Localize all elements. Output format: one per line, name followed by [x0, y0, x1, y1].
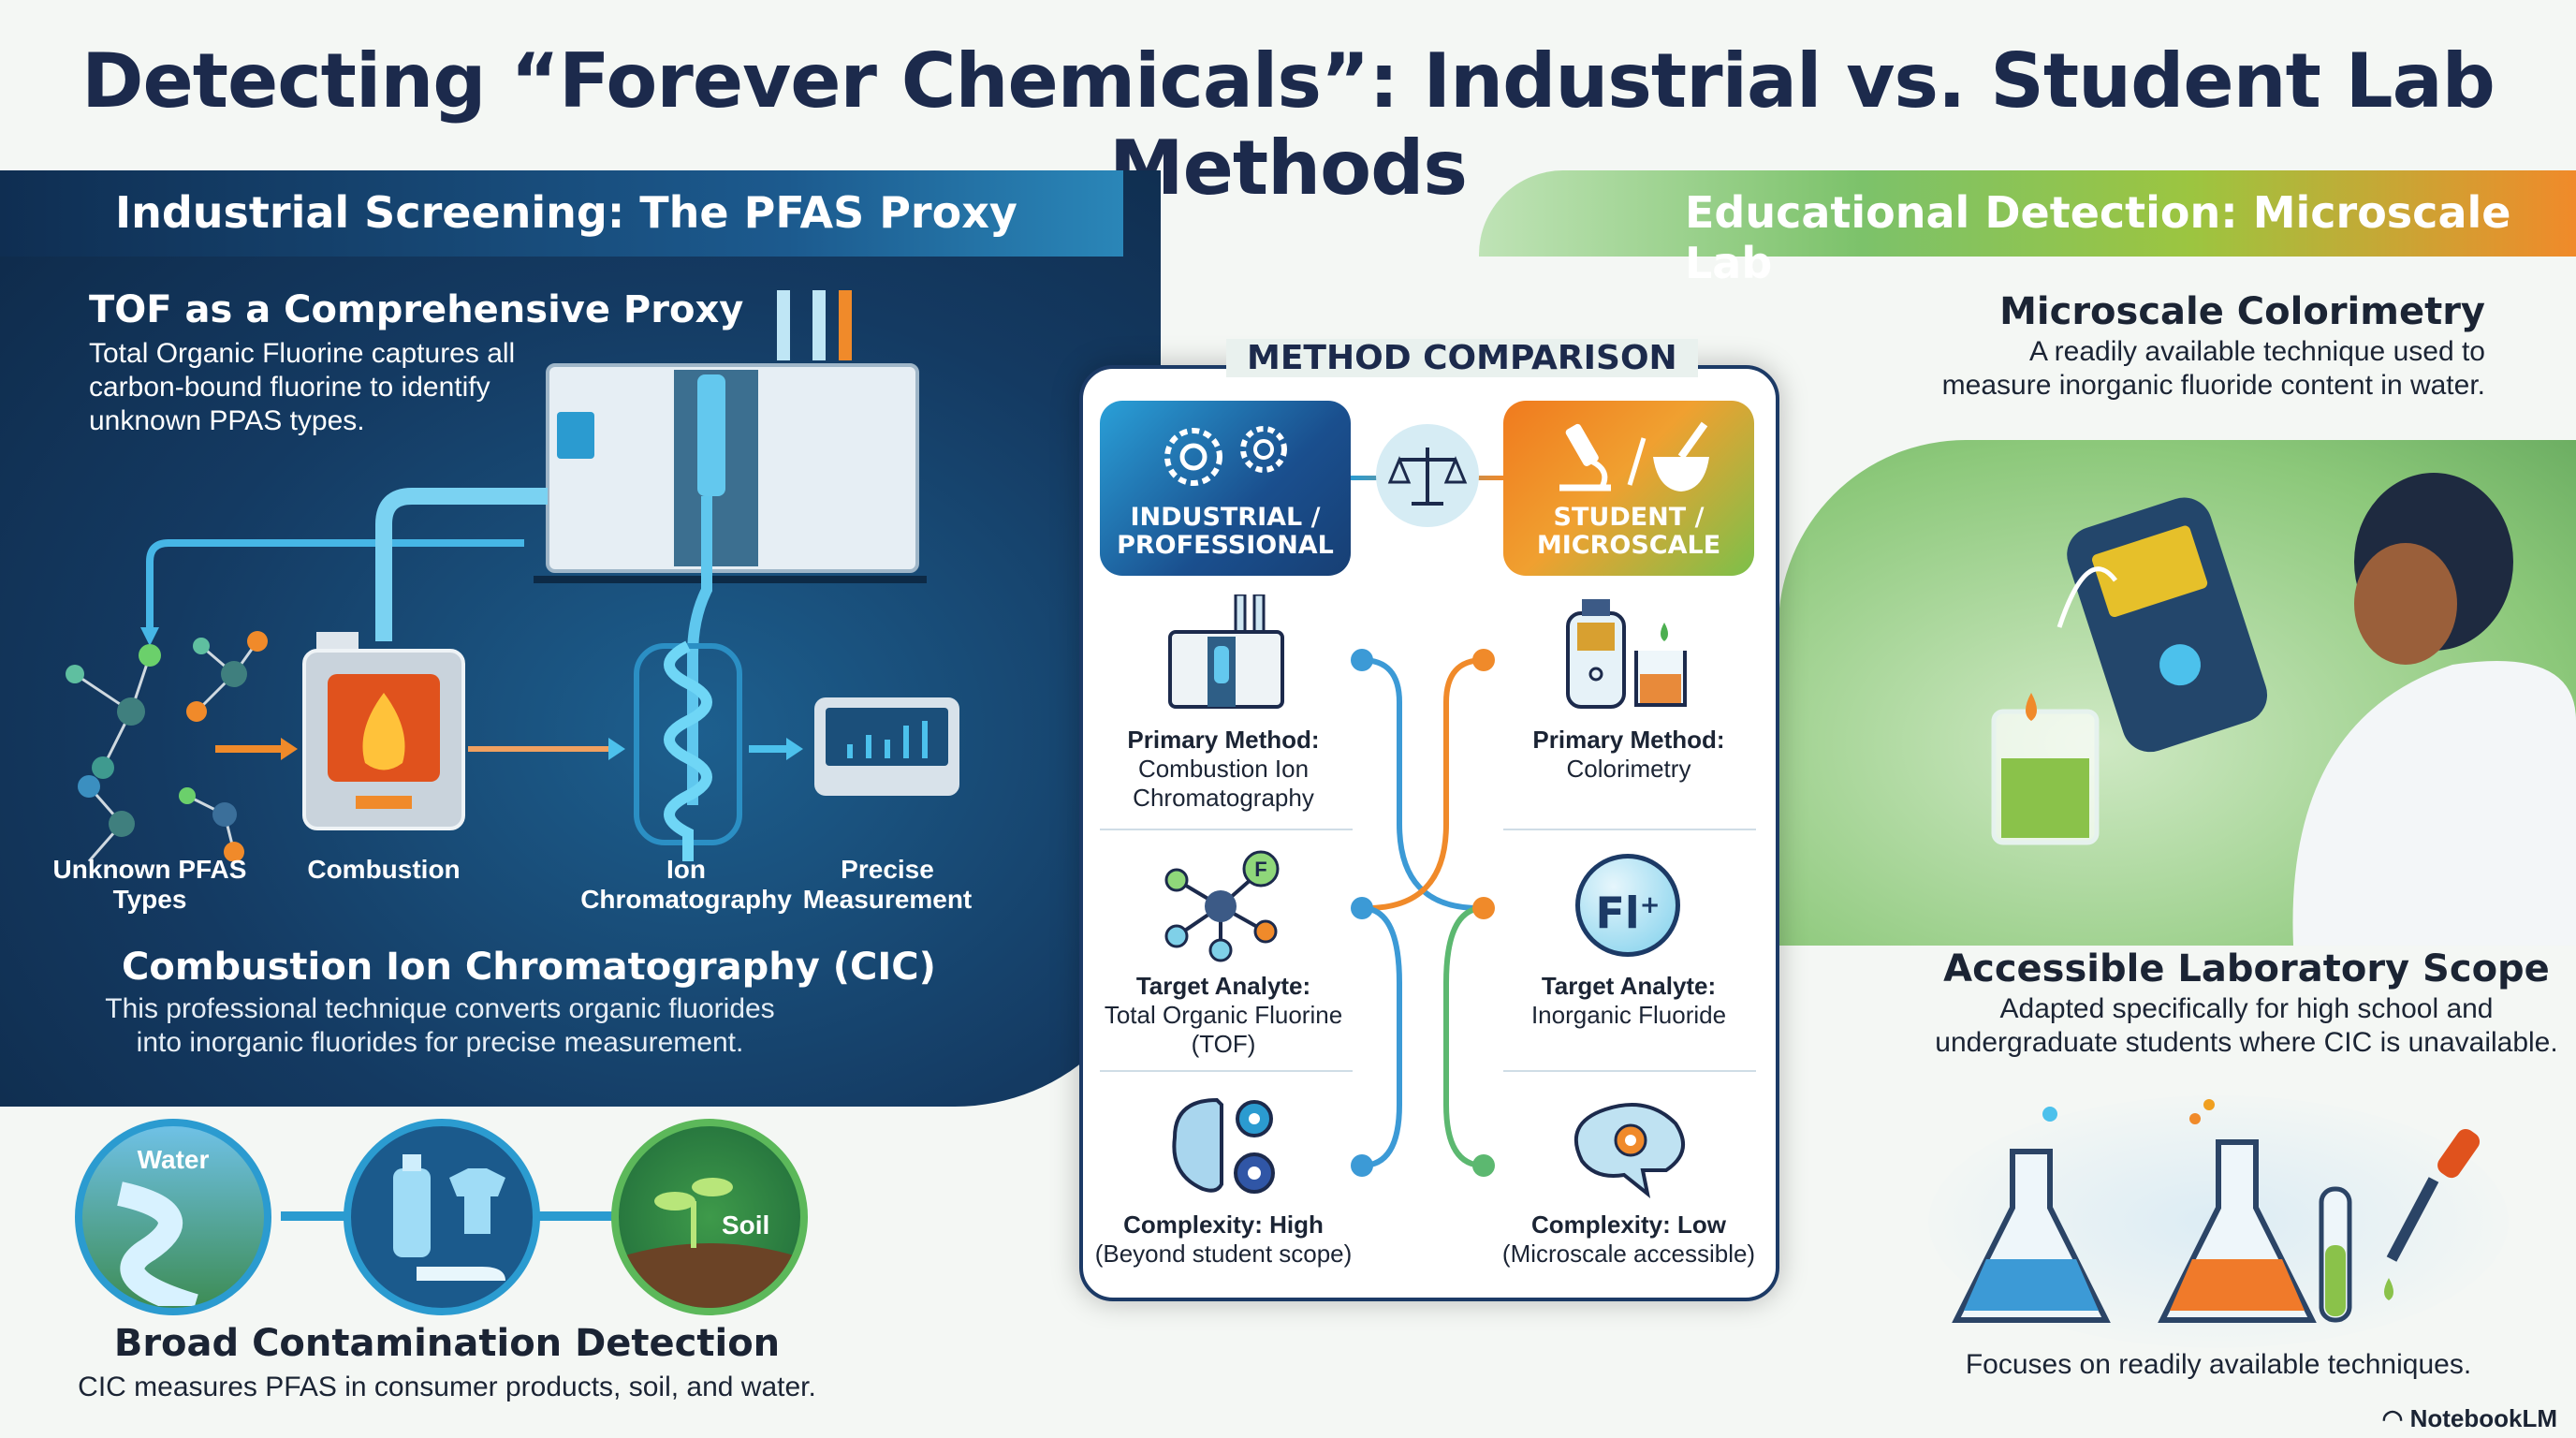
row-value: (Beyond student scope)	[1094, 1240, 1353, 1268]
process-illustration	[66, 290, 959, 861]
soil-circle: Soil	[611, 1119, 808, 1315]
row-value: Chromatography	[1133, 784, 1314, 812]
industrial-panel-background	[0, 170, 1161, 1107]
student-with-colorimeter-illustration	[1991, 473, 2576, 946]
colorimeter-beaker-icon	[1566, 599, 1687, 709]
furnace-icon	[302, 632, 465, 830]
brand-label: NotebookLM	[2409, 1404, 2557, 1432]
gears-icon	[1164, 426, 1287, 486]
scope-heading: Accessible Laboratory Scope	[1943, 947, 2550, 990]
notebooklm-brand: ◠ NotebookLM	[2382, 1404, 2557, 1433]
brain-gear-icon	[1573, 1103, 1685, 1198]
row-value: (Microscale accessible)	[1501, 1240, 1756, 1268]
row-value: Colorimetry	[1566, 755, 1691, 783]
colorimetry-body: A readily available technique used to me…	[1942, 335, 2485, 403]
glassware-illustration	[1952, 1099, 2481, 1323]
balance-scale-icon	[1376, 424, 1479, 527]
page-title: Detecting “Forever Chemicals”: Industria…	[81, 37, 2496, 212]
row-label: Complexity: High	[1123, 1211, 1324, 1239]
row-value: Combustion Ion	[1137, 755, 1310, 783]
plant-icon	[619, 1178, 800, 1308]
row-label: Complexity: Low	[1530, 1211, 1726, 1239]
tof-body-line: unknown PPAS types.	[89, 405, 365, 436]
lab-instrument-icon	[534, 290, 927, 583]
scope-body: Adapted specifically for high school and…	[1881, 992, 2576, 1060]
student-primary-method: Primary Method:Colorimetry	[1474, 726, 1783, 784]
colorimeter-device-icon	[2067, 497, 2268, 753]
row-divider	[1100, 829, 1353, 830]
step-label-unknown-pfas: Unknown PFAS Types	[52, 855, 247, 914]
educational-band	[1479, 170, 2576, 257]
industrial-band	[0, 170, 1123, 257]
student-header-line: STUDENT /	[1553, 503, 1705, 532]
bottle-shirt-shoe-icon	[393, 1154, 505, 1281]
return-arrow	[146, 539, 524, 632]
flask-blue-icon	[1952, 1149, 2111, 1323]
row-value: Inorganic Fluoride	[1530, 1001, 1727, 1029]
brain-gears-icon	[1172, 1097, 1275, 1194]
cic-body-line: This professional technique converts org…	[105, 993, 775, 1024]
test-tube-icon	[2319, 1186, 2352, 1323]
fluoride-ion-icon: Fl+	[1575, 854, 1680, 957]
colorimetry-body-line: measure inorganic fluoride content in wa…	[1941, 370, 2485, 401]
glassware-caption: Focuses on readily available techniques.	[1965, 1349, 2472, 1380]
tof-body-line: carbon-bound fluorine to identify	[89, 372, 490, 403]
educational-band-title: Educational Detection: Microscale Lab	[1685, 187, 2511, 288]
fluorine-badge-text: F	[1254, 858, 1266, 881]
row-value: Total Organic Fluorine	[1104, 1001, 1343, 1029]
row-label: Target Analyte:	[1135, 972, 1311, 1000]
student-header: STUDENT / MICROSCALE	[1503, 401, 1754, 576]
industrial-band-title: Industrial Screening: The PFAS Proxy	[115, 187, 1017, 238]
tof-heading: TOF as a Comprehensive Proxy	[89, 288, 744, 331]
water-label: Water	[137, 1145, 210, 1174]
row-divider	[1503, 829, 1756, 830]
method-comparison-title: METHOD COMPARISON	[1226, 339, 1698, 377]
ion-chromatography-column-icon	[634, 640, 742, 861]
industrial-header: INDUSTRIAL / PROFESSIONAL	[1100, 401, 1351, 576]
dropper-icon	[2384, 1128, 2481, 1300]
flask-orange-icon	[2158, 1139, 2317, 1323]
row-label: Target Analyte:	[1541, 972, 1717, 1000]
row-value: (TOF)	[1191, 1030, 1256, 1058]
industrial-target-analyte: Target Analyte:Total Organic Fluorine(TO…	[1069, 972, 1378, 1059]
molecules-icon	[66, 631, 268, 861]
soil-label: Soil	[722, 1211, 770, 1240]
row-divider	[1503, 1070, 1756, 1072]
cic-body: This professional technique converts org…	[75, 992, 805, 1060]
instrument-icon	[1168, 594, 1284, 709]
step-label-combustion: Combustion	[307, 855, 461, 884]
tof-body: Total Organic Fluorine captures all carb…	[89, 337, 515, 438]
industrial-header-line: INDUSTRIAL /	[1130, 503, 1321, 532]
broad-body: CIC measures PFAS in consumer products, …	[78, 1372, 816, 1402]
microscope-mortar-icon	[1559, 421, 1709, 492]
water-circle: Water	[75, 1119, 271, 1315]
consumer-products-circle	[344, 1119, 540, 1315]
colorimetry-heading: Microscale Colorimetry	[1999, 290, 2485, 333]
student-header-line: MICROSCALE	[1536, 531, 1721, 560]
industrial-header-line: PROFESSIONAL	[1117, 531, 1334, 560]
ion-symbol: Fl	[1595, 888, 1640, 939]
tof-body-line: Total Organic Fluorine captures all	[89, 338, 516, 369]
industrial-complexity: Complexity: High(Beyond student scope)	[1069, 1211, 1378, 1269]
student-target-analyte: Target Analyte:Inorganic Fluoride	[1474, 972, 1783, 1030]
scope-body-line: Adapted specifically for high school and	[1999, 993, 2494, 1024]
step-label-precise-measurement: Precise Measurement	[802, 855, 973, 914]
comparison-connector-lines	[1351, 649, 1495, 1177]
molecule-fluorine-icon: F	[1164, 850, 1280, 962]
scope-body-line: undergraduate students where CIC is unav…	[1935, 1027, 2558, 1058]
row-label: Primary Method:	[1532, 726, 1725, 754]
broad-heading: Broad Contamination Detection	[113, 1322, 781, 1365]
student-complexity: Complexity: Low(Microscale accessible)	[1474, 1211, 1783, 1269]
notebooklm-logo-icon: ◠	[2381, 1404, 2410, 1432]
step-label-ion-chromatography: Ion Chromatography	[580, 855, 792, 914]
row-divider	[1100, 1070, 1353, 1072]
colorimetry-body-line: A readily available technique used to	[2028, 336, 2485, 367]
row-label: Primary Method:	[1127, 726, 1320, 754]
ion-charge: +	[1639, 891, 1661, 919]
cic-body-line: into inorganic fluorides for precise mea…	[136, 1027, 744, 1058]
river-icon	[117, 1181, 198, 1308]
cic-heading: Combustion Ion Chromatography (CIC)	[122, 946, 936, 989]
measurement-monitor-icon	[814, 697, 959, 796]
